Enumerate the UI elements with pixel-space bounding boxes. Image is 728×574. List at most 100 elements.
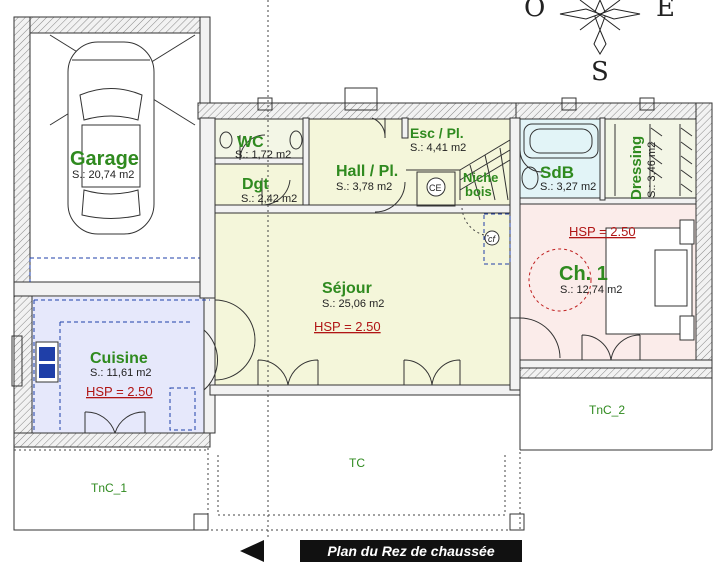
cuisine-fridge (169, 387, 196, 431)
wall-dgt-sejour (214, 204, 516, 214)
sejour-left-door (214, 299, 256, 381)
house-wall-top (197, 102, 521, 120)
ch1-hsp: HSP = 2.50 (569, 224, 636, 239)
niche-label-1: Niche (463, 170, 498, 185)
wall-sdb-ch1 (519, 197, 697, 205)
sejour-wall-right-lower (509, 317, 521, 391)
cuisine-wall-left (13, 295, 33, 439)
cuisine-hsp: HSP = 2.50 (86, 384, 153, 399)
hall-label: Hall / Pl. (336, 163, 398, 180)
terrace-tc-inner (217, 455, 506, 516)
compass-south: S (591, 57, 609, 87)
garage-cuisine-wall (13, 281, 211, 297)
dressing-area: S.: 3,46 m2 (646, 142, 658, 198)
wall-esc-sdb (509, 117, 521, 319)
ch1-french-door (581, 334, 641, 361)
compass-rose-icon (559, 0, 641, 55)
garage-area: S.: 20,74 m2 (72, 169, 134, 181)
bathtub-icon (523, 123, 599, 159)
tc-label: TC (349, 456, 365, 470)
cuisine-wall-bottom (13, 432, 211, 448)
plan-title: Plan du Rez de chaussée (327, 543, 495, 559)
house-wall-right (695, 102, 713, 378)
sdb-area: S.: 3,27 m2 (540, 181, 596, 193)
wall-sdb-dressing (599, 117, 606, 201)
niche-label-2: bois (465, 184, 492, 199)
sejour-french-door-2 (403, 359, 461, 386)
ce-box (416, 171, 456, 207)
dgt-label: Dgt (242, 176, 269, 193)
terrace-tc-border (207, 448, 521, 531)
washbasin-icon (521, 166, 539, 190)
hall-floor (305, 118, 405, 210)
sejour-hsp: HSP = 2.50 (314, 319, 381, 334)
hall-door (371, 117, 386, 139)
ch1-door-arc-2 (461, 207, 491, 237)
cf-cupboard (483, 213, 511, 265)
sejour-french-door-1 (257, 359, 319, 386)
cuisine-area: S.: 11,61 m2 (90, 367, 152, 379)
esc-area: S.: 4,41 m2 (410, 142, 466, 154)
post-1 (193, 513, 209, 531)
sejour-area: S.: 25,06 m2 (322, 298, 384, 310)
toilet-icon (289, 130, 303, 150)
wc-sink-icon (219, 131, 233, 149)
sink-basin-1 (39, 347, 55, 361)
top-window-1 (257, 97, 273, 111)
top-window-4 (639, 97, 655, 111)
title-banner (300, 540, 522, 562)
cuisine-label: Cuisine (90, 350, 148, 367)
ch1-door (519, 317, 561, 359)
wc-door (239, 134, 266, 161)
ch1-label: Ch. 1 (559, 263, 608, 285)
compass-east: E (656, 0, 675, 23)
house-wall-top-right (515, 102, 713, 120)
ch1-area: S.: 12,74 m2 (560, 284, 622, 296)
cuisine-wall-right (203, 295, 216, 434)
esc-floor (405, 118, 510, 208)
dressing-label: Dressing (628, 136, 645, 200)
dressing-shelves (614, 124, 693, 196)
section-arrow-icon (240, 540, 264, 562)
bathtub-inner (529, 128, 593, 154)
wc-floor (215, 118, 303, 160)
garage-wall-top (13, 16, 209, 34)
dgt-door (261, 178, 291, 206)
top-window-3 (561, 97, 577, 111)
cuisine-floor (32, 297, 204, 433)
sink-basin-2 (39, 364, 55, 378)
cf-icon (484, 230, 500, 246)
cuisine-window-left (11, 335, 23, 387)
sejour-wall-bottom (209, 384, 521, 396)
sdb-door (519, 149, 543, 173)
ce-meter-icon (426, 177, 446, 197)
terrace-tnc2-border (519, 378, 713, 451)
ch1-wall-bottom-outer (509, 367, 713, 379)
hall-area: S.: 3,78 m2 (336, 181, 392, 193)
tnc1-label: TnC_1 (91, 481, 127, 495)
terrace-tnc1-border (13, 447, 208, 531)
staircase (406, 139, 511, 201)
post-2 (509, 513, 525, 531)
ce-label: CE (429, 183, 442, 193)
top-window-2 (344, 87, 378, 111)
tnc2-label: TnC_2 (589, 403, 625, 417)
cuisine-counter (33, 299, 210, 430)
sejour-label: Séjour (322, 280, 372, 297)
esc-label: Esc / Pl. (410, 125, 464, 141)
cuisine-terrace-door (84, 411, 146, 434)
cf-label: cf (488, 234, 497, 244)
ch1-circle (528, 248, 592, 312)
dgt-area: S.: 2,42 m2 (241, 193, 297, 205)
sejour-floor (215, 207, 515, 387)
garage-label: Garage (70, 148, 139, 170)
car-icon (67, 41, 155, 235)
house-wall-left (199, 117, 216, 299)
compass-west: O (524, 0, 545, 23)
wc-area: S.: 1,72 m2 (235, 149, 291, 161)
wall-hall-esc (401, 117, 409, 139)
esc-door (374, 181, 406, 213)
wall-wc-hall (302, 117, 310, 209)
cuisine-door-arc (203, 329, 218, 391)
